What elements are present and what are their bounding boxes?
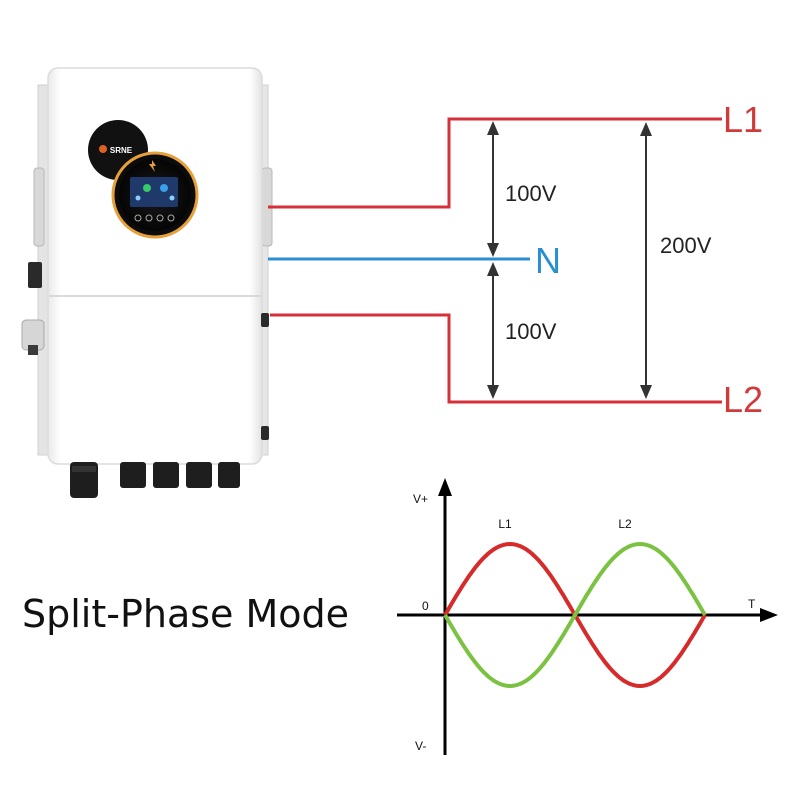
lightning-icon (149, 160, 156, 172)
left-handle (33, 167, 45, 247)
l1-wire (268, 117, 722, 209)
lower-voltage-arrow (487, 262, 499, 399)
cable-gland (218, 462, 240, 488)
button-icon (167, 214, 175, 222)
l1-label: L1 (723, 99, 763, 140)
neutral-label: N (535, 240, 561, 281)
button-icon (145, 214, 153, 222)
y-axis-arrowhead (438, 478, 452, 496)
y-axis-bottom-label: V- (415, 739, 426, 753)
brand-label: SRNE (110, 146, 133, 155)
upper-voltage-label: 100V (505, 181, 557, 206)
button-icon (156, 214, 164, 222)
lcd-grid-icon (160, 184, 168, 192)
series-l2-label: L2 (618, 517, 632, 531)
right-terminal-bottom (261, 426, 269, 440)
brand-mark-icon (99, 145, 107, 153)
lcd-panel (130, 177, 178, 207)
side-connector-plug (28, 345, 38, 355)
origin-label: 0 (422, 599, 429, 613)
series-layer: L1 L2 (443, 517, 707, 688)
total-voltage-arrow (640, 122, 652, 399)
display-screen (111, 151, 199, 239)
lcd-status-icon (143, 184, 151, 192)
l2-label: L2 (723, 379, 763, 420)
button-icon (134, 214, 142, 222)
lower-voltage-label: 100V (505, 319, 557, 344)
mode-title: Split-Phase Mode (22, 592, 349, 636)
cable-glands (70, 462, 240, 498)
x-axis-arrowhead (760, 608, 778, 622)
x-axis-label: T (748, 597, 756, 611)
cable-gland (120, 462, 146, 488)
inverter: SRNE (21, 67, 273, 498)
right-terminal-top (261, 313, 269, 327)
series-l1-label: L1 (498, 517, 512, 531)
total-voltage-label: 200V (660, 233, 712, 258)
l2-wire (270, 313, 722, 404)
upper-voltage-arrow (487, 121, 499, 257)
waveform-chart: V+ V- 0 T L1 L2 (397, 478, 778, 755)
series-l2-line (443, 542, 707, 688)
wiring: L1 N L2 100V 100V 200V (268, 99, 763, 420)
inverter-body (47, 67, 263, 465)
side-switch (28, 262, 42, 288)
chart-axes (397, 478, 778, 755)
cable-gland (153, 462, 179, 488)
y-axis-top-label: V+ (413, 492, 428, 506)
cable-gland (186, 462, 212, 488)
